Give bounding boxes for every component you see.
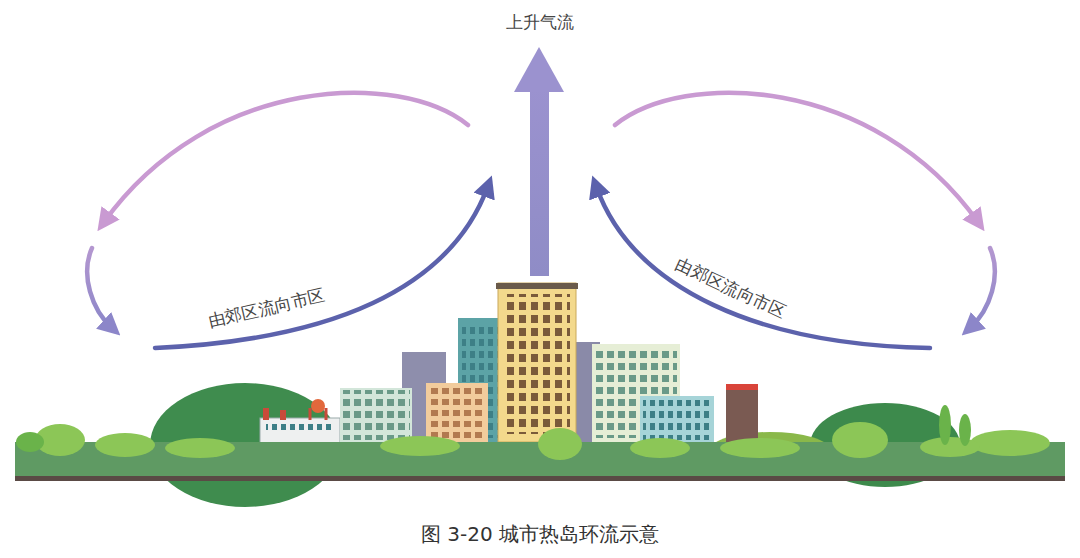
flow-label: 由郊区流向市区 (672, 254, 788, 323)
updraft-label: 上升气流 (506, 12, 574, 32)
factory (260, 399, 340, 446)
figure-caption: 图 3-20 城市热岛环流示意 (421, 522, 659, 546)
bushes (35, 422, 1050, 460)
city-buildings (340, 283, 758, 446)
updraft-arrow (514, 47, 564, 276)
flow-label: 由郊区流向市区 (206, 285, 327, 332)
